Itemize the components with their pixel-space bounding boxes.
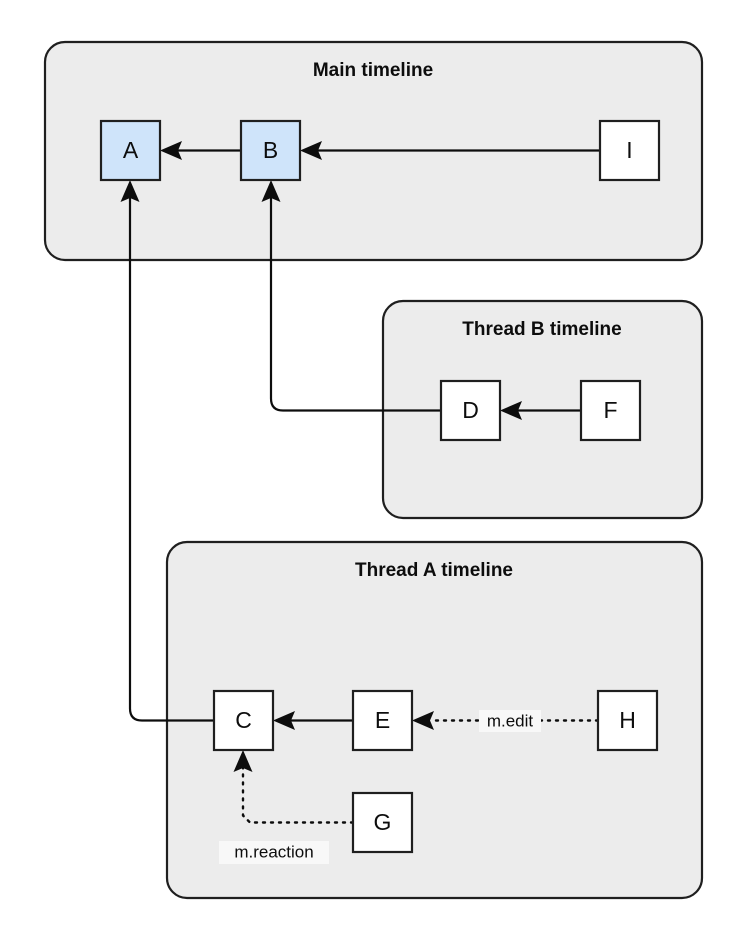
node-b-label: B <box>263 137 278 163</box>
container-thread-b-timeline-title: Thread B timeline <box>462 319 621 340</box>
edge-e-to-c[interactable] <box>273 711 353 730</box>
node-f-box <box>579 379 642 442</box>
edge-label-m-reaction-text: m.reaction <box>234 842 313 861</box>
node-c[interactable]: C <box>212 689 275 752</box>
edge-label-m-reaction: m.reaction <box>219 841 329 864</box>
edge-label-m-edit-text: m.edit <box>487 711 534 730</box>
container-thread-a-timeline-title: Thread A timeline <box>355 560 513 581</box>
edge-f-to-d-arrowhead <box>500 401 522 420</box>
node-e-label: E <box>375 707 390 733</box>
edge-d-to-b-arrowhead <box>261 180 281 202</box>
edge-d-to-b-line <box>269 198 441 412</box>
edge-b-to-a[interactable] <box>160 141 241 160</box>
node-h-box <box>596 689 659 752</box>
node-b-box <box>239 119 302 182</box>
node-e-box <box>351 689 414 752</box>
edge-g-to-c-line <box>241 766 355 824</box>
node-b[interactable]: B <box>239 119 302 182</box>
node-a[interactable]: A <box>99 119 162 182</box>
edge-b-to-a-arrowhead <box>160 141 182 160</box>
node-i-box <box>598 119 661 182</box>
edge-c-to-a-arrowhead <box>120 180 140 202</box>
edge-f-to-d[interactable] <box>500 401 581 420</box>
edge-h-to-e-arrowhead <box>412 711 434 730</box>
node-f[interactable]: F <box>579 379 642 442</box>
node-e[interactable]: E <box>351 689 414 752</box>
node-d-label: D <box>462 397 479 423</box>
node-a-label: A <box>123 137 139 163</box>
container-main-timeline-title: Main timeline <box>313 60 433 81</box>
node-a-box <box>99 119 162 182</box>
edge-c-to-a-line <box>128 198 214 722</box>
node-d-box <box>439 379 502 442</box>
edge-label-m-reaction-bg <box>219 841 329 864</box>
edge-i-to-b[interactable] <box>300 141 600 160</box>
edge-c-to-a[interactable] <box>120 180 215 722</box>
node-i-label: I <box>626 137 632 163</box>
node-i[interactable]: I <box>598 119 661 182</box>
edge-i-to-b-arrowhead <box>300 141 322 160</box>
edge-e-to-c-arrowhead <box>273 711 295 730</box>
node-g-label: G <box>374 809 392 835</box>
edge-g-to-c[interactable] <box>233 750 355 824</box>
edge-label-m-edit: m.edit <box>479 710 541 732</box>
node-c-box <box>212 689 275 752</box>
node-f-label: F <box>603 397 617 423</box>
node-g[interactable]: G <box>351 791 414 854</box>
edge-h-to-e[interactable] <box>412 711 600 730</box>
node-h[interactable]: H <box>596 689 659 752</box>
node-c-label: C <box>235 707 252 733</box>
edge-g-to-c-arrowhead <box>233 750 253 772</box>
edge-label-m-edit-bg <box>479 710 541 732</box>
node-d[interactable]: D <box>439 379 502 442</box>
node-g-box <box>351 791 414 854</box>
edge-d-to-b[interactable] <box>261 180 442 412</box>
node-h-label: H <box>619 707 636 733</box>
